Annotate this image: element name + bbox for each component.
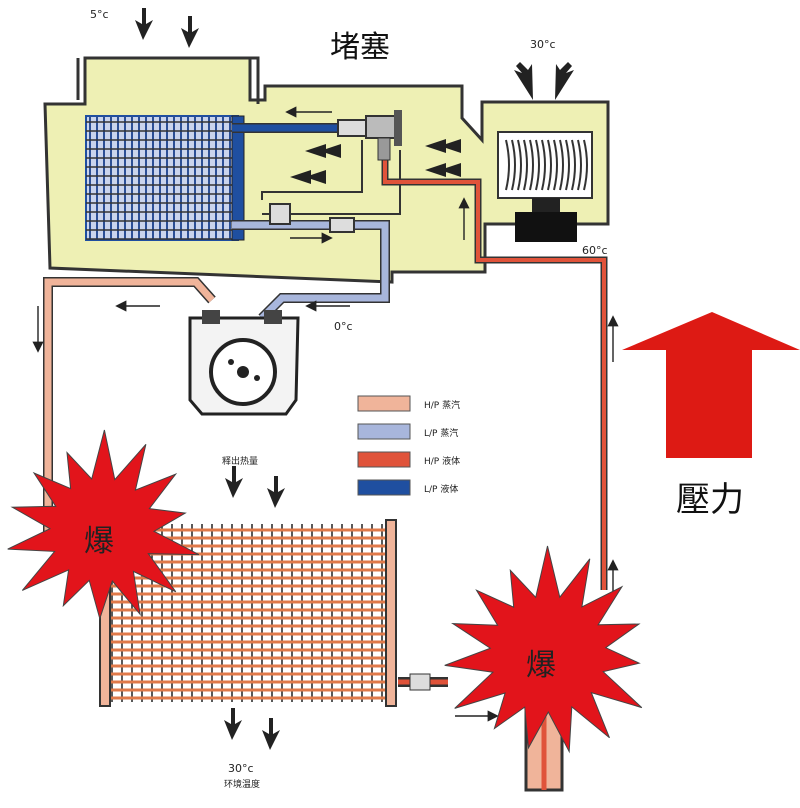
legend-label-lp-vapor: L/P 蒸汽 [424, 429, 459, 439]
explosion-burst-left [7, 429, 200, 621]
temp-ambient: 30°c [228, 762, 254, 775]
capillary-tubes [261, 140, 401, 215]
arrow-down-icon [514, 62, 533, 100]
housing-top-wall [76, 56, 260, 104]
temp-top-right: 30°c [530, 38, 556, 51]
legend-label-hp-liquid: H/P 液体 [424, 457, 461, 467]
note-ambient-temp: 环境温度 [224, 780, 261, 790]
pressure-label: 壓力 [676, 480, 744, 520]
arrow-up-icon [135, 8, 153, 40]
arrow-up-icon [267, 476, 285, 508]
temp-top-left: 5°c [90, 8, 109, 21]
legend-swatches [357, 395, 411, 496]
legend-label-lp-liquid: L/P 液体 [424, 485, 459, 495]
pressure-up-arrow-icon [622, 312, 800, 458]
temp-suction: 0°c [334, 320, 353, 333]
filter-unit [497, 131, 593, 242]
hp-liquid-pipe [381, 150, 608, 590]
expansion-valve [269, 110, 402, 233]
legend-label-hp-vapor: H/P 蒸汽 [424, 401, 461, 411]
arrow-up-icon [181, 16, 199, 48]
burst-label-right: 爆 [526, 648, 556, 683]
condenser-outlet [398, 673, 448, 691]
explosion-burst-right [444, 545, 643, 754]
evaporator-coil [85, 115, 245, 241]
diagram-title: 堵塞 [330, 30, 390, 65]
flow-arrows [135, 8, 574, 750]
temp-hot-outlet: 60°c [582, 244, 608, 257]
flow-line-arrows [32, 106, 619, 722]
arrow-down-icon [555, 62, 574, 100]
compressor [188, 310, 300, 416]
arrow-up-icon [225, 466, 243, 498]
arrow-up-icon [224, 708, 242, 740]
arrow-up-icon [262, 718, 280, 750]
burst-label-left: 爆 [84, 524, 114, 559]
note-heat-release: 释出热量 [222, 457, 259, 467]
